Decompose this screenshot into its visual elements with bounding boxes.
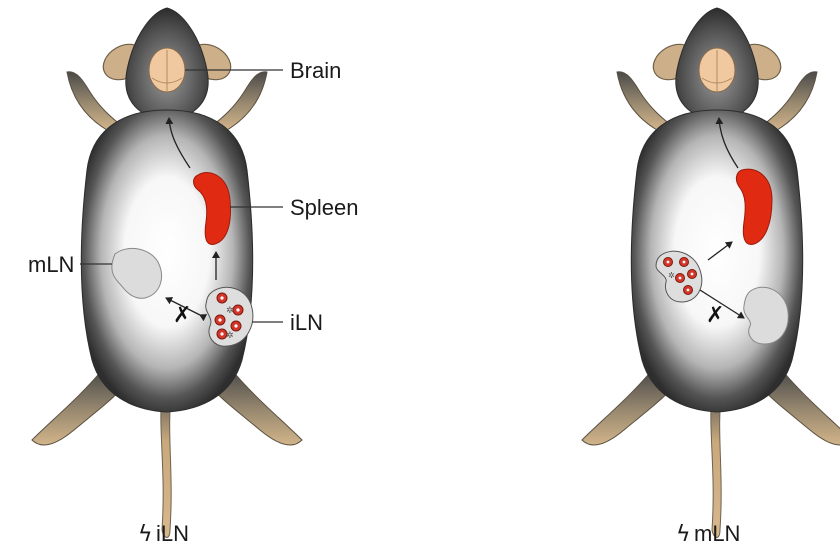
left-caption: iLN xyxy=(156,521,189,546)
right-caption: mLN xyxy=(694,521,740,546)
right-caption-lightning-icon: ϟ xyxy=(676,522,691,547)
left-iln-label: iLN xyxy=(290,310,323,335)
left-blocked-x-icon: ✗ xyxy=(173,303,191,328)
left-spleen-label: Spleen xyxy=(290,195,359,220)
svg-text:✲: ✲ xyxy=(226,306,234,316)
left-mln-label: mLN xyxy=(28,252,74,277)
right-blocked-x-icon: ✗ xyxy=(706,303,724,328)
left-brain xyxy=(149,48,185,92)
left-brain-label: Brain xyxy=(290,58,341,83)
svg-text:✲: ✲ xyxy=(226,331,234,341)
left-caption-lightning-icon: ϟ xyxy=(138,522,153,547)
right-iln xyxy=(744,287,788,344)
svg-text:✲: ✲ xyxy=(668,271,675,280)
right-brain xyxy=(699,48,735,92)
